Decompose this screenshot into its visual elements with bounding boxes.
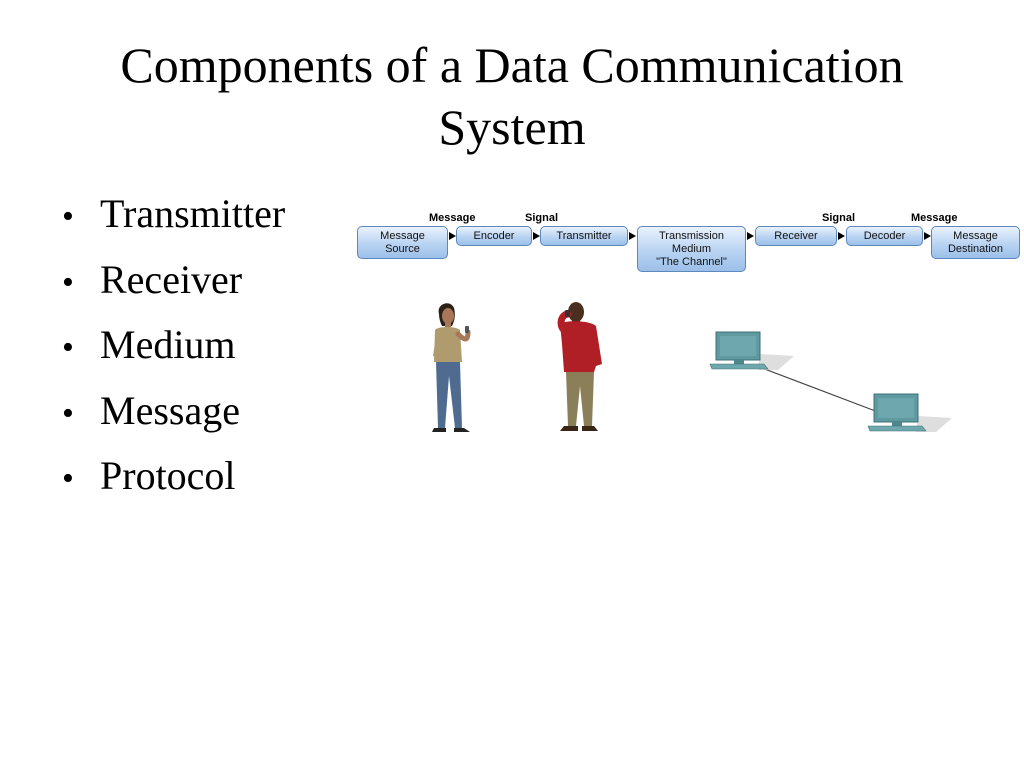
computer-icon [709, 331, 794, 370]
bullet-item: • Transmitter [62, 186, 285, 252]
slide-title-line-2: System [438, 99, 586, 155]
box-label: Decoder [863, 229, 906, 242]
woman-with-phone-illustration [432, 303, 471, 432]
bullet-glyph: • [62, 198, 74, 235]
network-connection [761, 367, 879, 413]
bullet-list: •Transmitter •Receiver •Medium •Message … [62, 186, 285, 514]
box-encoder: Encoder [456, 226, 532, 246]
box-label: Transmitter [556, 229, 612, 242]
bullet-glyph: • [62, 394, 74, 432]
bullet-text: Medium [100, 322, 236, 367]
box-message-destination: Message Destination [931, 226, 1020, 259]
flow-label-signal-left: Signal [525, 212, 559, 224]
bullet-text: Receiver [100, 256, 243, 302]
computer-icon [867, 393, 952, 432]
bullet-item: • Medium [62, 317, 285, 383]
flow-label-message-left: Message [429, 212, 476, 224]
flow-arrow [449, 232, 456, 240]
bullet-item: • Protocol [62, 448, 285, 514]
box-decoder: Decoder [846, 226, 923, 246]
slide-title-line-1: Components of a Data Communication [120, 37, 904, 93]
box-label: Receiver [774, 229, 818, 242]
bullet-glyph: • [62, 460, 74, 497]
box-receiver: Receiver [755, 226, 837, 246]
bullet-text: Transmitter [100, 191, 286, 236]
flow-arrow [747, 232, 754, 240]
box-transmitter: Transmitter [540, 226, 628, 246]
bullet-glyph: • [62, 329, 74, 366]
man-on-phone-illustration [557, 302, 602, 431]
box-transmission-medium: Transmission Medium "The Channel" [637, 226, 746, 272]
flow-label-message-right: Message [911, 212, 958, 224]
flow-arrow [838, 232, 845, 240]
bullet-item: • Message [62, 383, 285, 449]
bullet-text: Message [100, 387, 240, 433]
box-label: Message Destination [947, 229, 1004, 255]
bullet-text: Protocol [100, 453, 236, 498]
flow-arrow [533, 232, 540, 240]
flow-arrow [629, 232, 636, 240]
box-label: Message Source [380, 229, 425, 255]
flow-arrow [924, 232, 931, 240]
flow-label-signal-right: Signal [822, 212, 856, 224]
bullet-item: • Receiver [62, 252, 285, 318]
box-label: Encoder [473, 229, 515, 242]
network-cable [761, 367, 879, 413]
bullet-glyph: • [62, 263, 74, 301]
slide-title: Components of a Data Communication Syste… [0, 34, 1024, 158]
box-label: Transmission Medium "The Channel" [656, 229, 727, 268]
box-message-source: Message Source [357, 226, 448, 259]
